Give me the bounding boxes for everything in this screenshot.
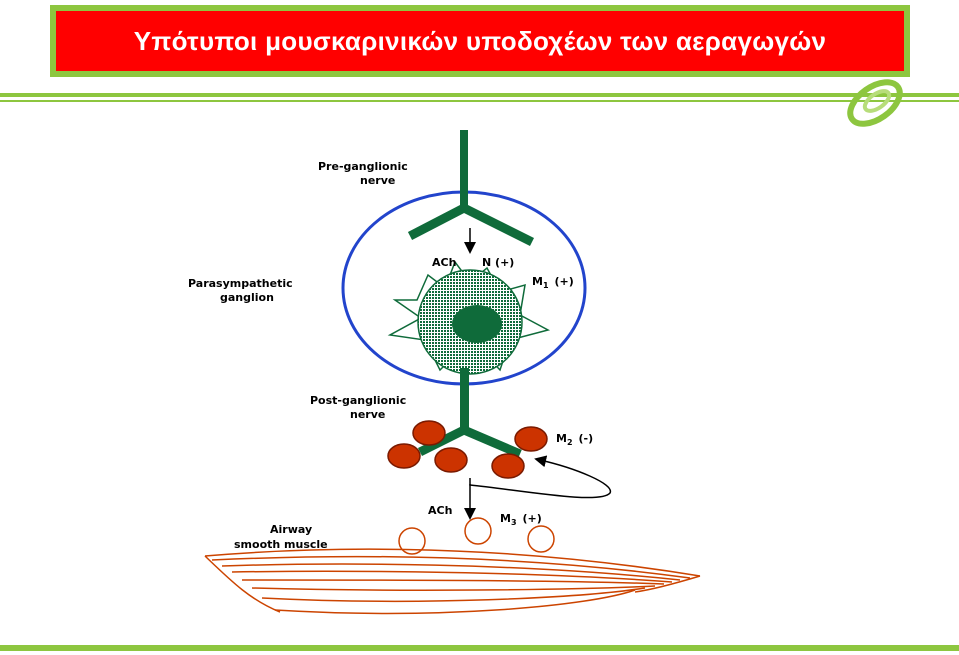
m2-receptor-1 [412, 420, 446, 446]
title-banner: Υπότυποι μουσκαρινικών υποδοχέων των αερ… [50, 5, 910, 77]
m2-receptor-3 [434, 447, 468, 473]
green-swirl-logo-icon [847, 79, 903, 127]
m2-receptor-5 [514, 426, 548, 452]
label-ach-bottom: ACh [428, 504, 452, 517]
label-parasympathetic-line1: Parasympathetic [188, 277, 293, 290]
label-post-ganglionic-line1: Post-ganglionic [310, 394, 406, 407]
post-ganglionic-nerve-trunk [460, 368, 469, 432]
top-rule-thick [0, 93, 959, 97]
top-rule-thin [0, 100, 959, 102]
label-ach-top: ACh [432, 256, 456, 269]
pre-ganglionic-left-branch [407, 204, 467, 240]
post-ganglionic-right-branch [462, 425, 522, 459]
m2-receptor-4 [491, 453, 525, 479]
m2-feedback-arrow [469, 455, 611, 499]
m3-receptor-2 [464, 517, 492, 545]
pre-ganglionic-right-branch [461, 203, 535, 247]
slide-title: Υπότυποι μουσκαρινικών υποδοχέων των αερ… [133, 25, 827, 56]
label-pre-ganglionic-line2: nerve [360, 174, 395, 187]
m2-receptor-2 [387, 443, 421, 469]
label-n-receptor: N (+) [482, 256, 514, 269]
label-pre-ganglionic-line1: Pre-ganglionic [318, 160, 408, 173]
label-post-ganglionic-line2: nerve [350, 408, 385, 421]
label-parasympathetic-line2: ganglion [220, 291, 274, 304]
m3-receptor-3 [527, 525, 555, 553]
label-m3: M3(+) [500, 512, 542, 527]
title-banner-inner: Υπότυποι μουσκαρινικών υποδοχέων των αερ… [56, 11, 904, 71]
label-m2: M2(-) [556, 432, 593, 447]
bottom-rule [0, 645, 959, 651]
pre-ganglionic-nerve-trunk [460, 130, 468, 210]
label-airway-line2: smooth muscle [234, 538, 328, 551]
label-airway-line1: Airway [270, 523, 312, 536]
ganglion-cell-nucleus [452, 305, 502, 343]
airway-smooth-muscle [204, 548, 701, 615]
label-m1: M1(+) [532, 275, 574, 290]
m3-receptor-1 [398, 527, 426, 555]
